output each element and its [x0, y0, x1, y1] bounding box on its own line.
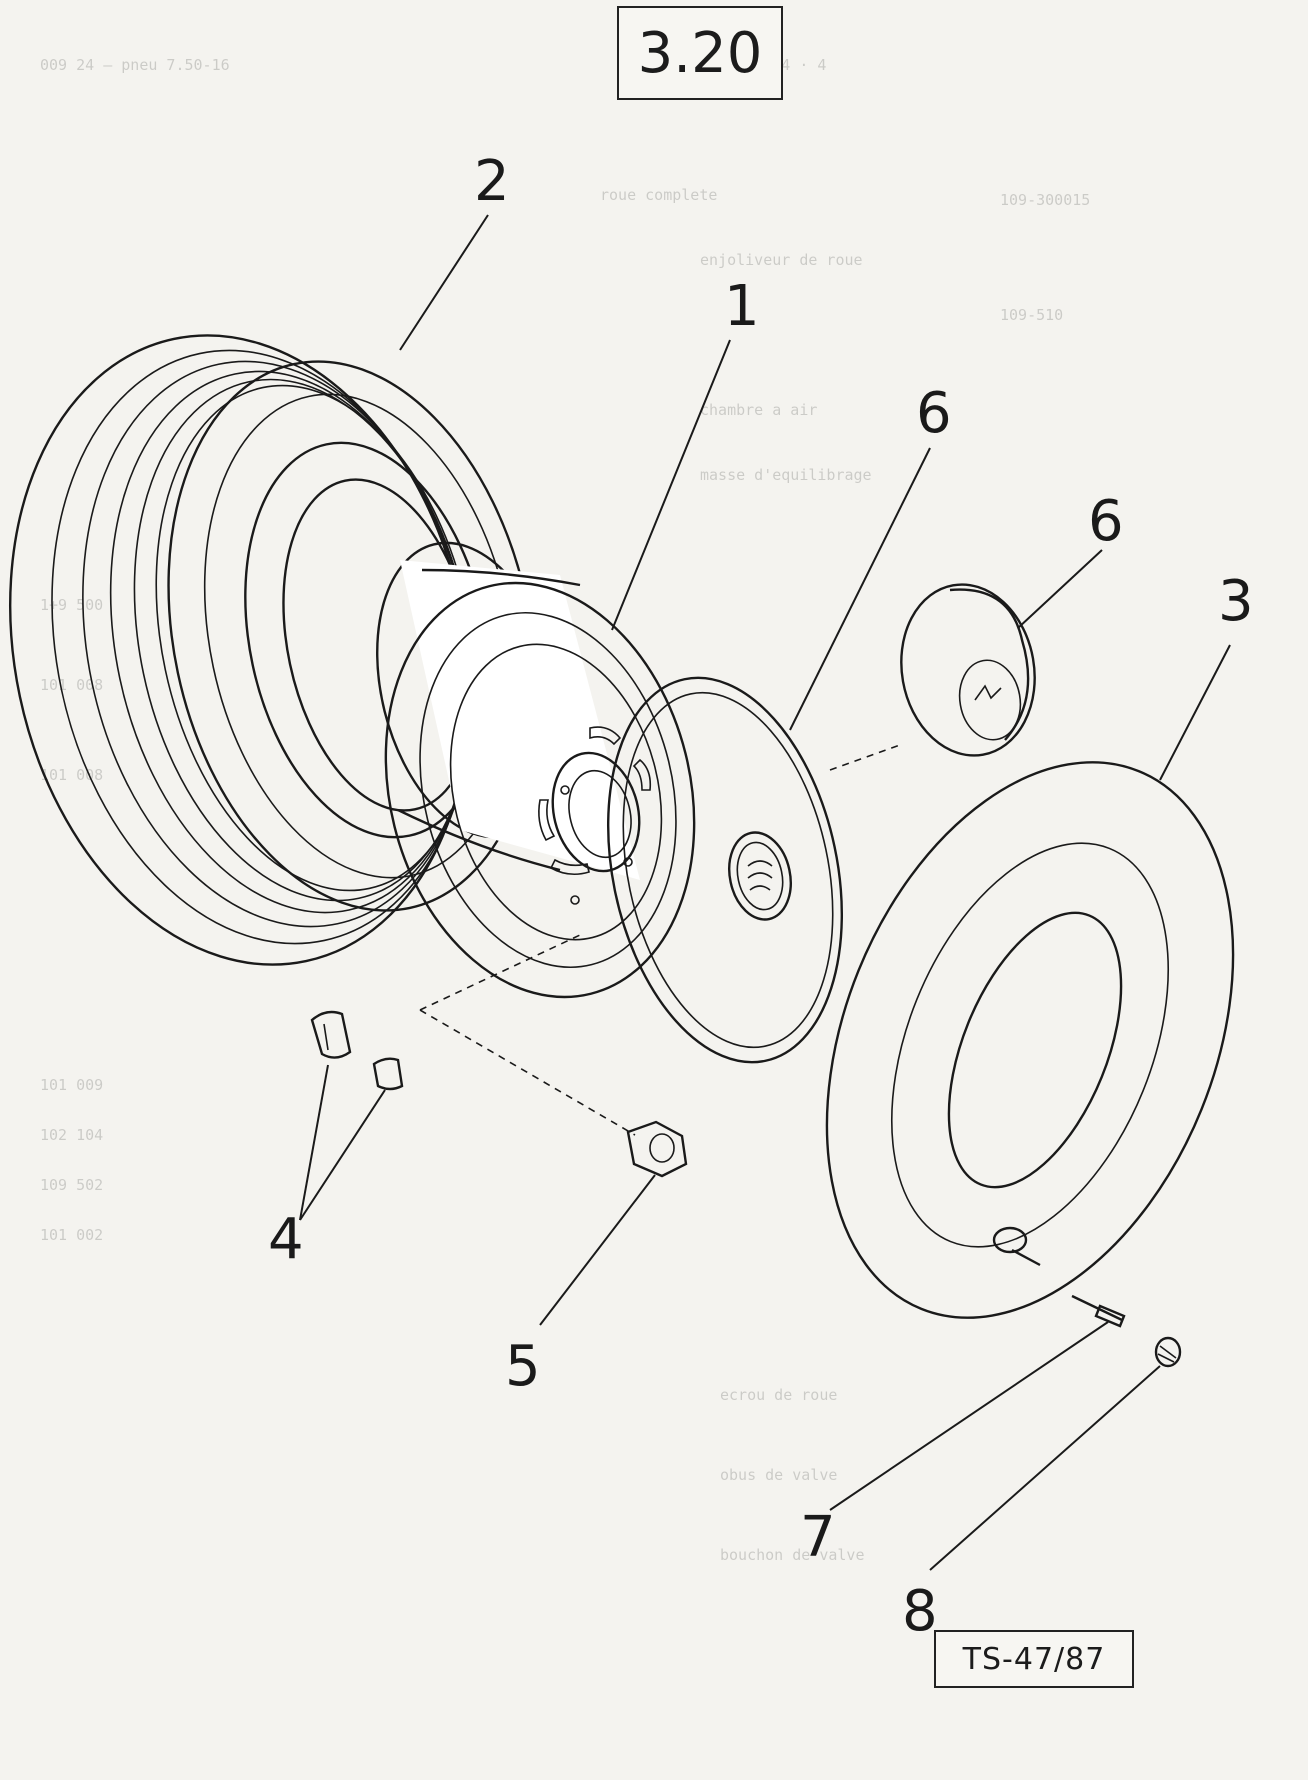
- svg-text:enjoliveur de roue: enjoliveur de roue: [700, 251, 863, 269]
- callout-wheel-nut: 5: [505, 1334, 541, 1399]
- bleed-through-text: 009 24 — pneu 7.50-16 109-300014 · 4 rou…: [40, 56, 1090, 1564]
- svg-text:1+9 500: 1+9 500: [40, 596, 103, 614]
- svg-text:obus de valve: obus de valve: [720, 1466, 837, 1484]
- svg-text:roue complete: roue complete: [600, 186, 717, 204]
- small-hub-cap: [900, 583, 1036, 757]
- callout-hub-cap-small: 6: [1088, 489, 1124, 554]
- callout-valve-core: 7: [800, 1505, 836, 1570]
- callout-hub-cap: 6: [916, 381, 952, 446]
- wheel-rim: [376, 541, 696, 999]
- svg-text:009 24 — pneu 7.50-16: 009 24 — pneu 7.50-16: [40, 56, 230, 74]
- callout-balance-weights: 4: [268, 1207, 304, 1272]
- figure-number: 3.20: [617, 6, 783, 100]
- callout-valve-cap: 8: [902, 1579, 938, 1644]
- svg-text:109-510: 109-510: [1000, 306, 1063, 324]
- balance-weights: [310, 1010, 404, 1091]
- hub-cap: [606, 676, 844, 1064]
- hub-cap-emblem: [728, 831, 792, 921]
- inner-tube: [825, 761, 1235, 1319]
- callout-tyre: 2: [474, 149, 510, 214]
- svg-text:109 502: 109 502: [40, 1176, 103, 1194]
- callout-labels: 2 1 6 6 3 4 5 7 8: [268, 149, 1254, 1644]
- wheel-nut: [626, 1120, 688, 1178]
- svg-text:101 008: 101 008: [40, 676, 103, 694]
- assembly-lines: [419, 744, 901, 1136]
- svg-text:101 002: 101 002: [40, 1226, 103, 1244]
- svg-text:ecrou de roue: ecrou de roue: [720, 1386, 837, 1404]
- svg-text:chambre a air: chambre a air: [700, 401, 817, 419]
- figure-number-text: 3.20: [637, 20, 763, 86]
- callout-inner-tube: 3: [1218, 569, 1254, 634]
- svg-text:102 104: 102 104: [40, 1126, 103, 1144]
- valve-core: [1071, 1294, 1126, 1328]
- svg-text:109-300015: 109-300015: [1000, 191, 1090, 209]
- drawing-code-text: TS-47/87: [962, 1641, 1106, 1677]
- svg-text:101 009: 101 009: [40, 1076, 103, 1094]
- leader-lines: [299, 214, 1231, 1571]
- svg-text:masse d'equilibrage: masse d'equilibrage: [700, 466, 872, 484]
- valve-cap: [1154, 1336, 1182, 1368]
- svg-text:101 008: 101 008: [40, 766, 103, 784]
- drawing-code-box: TS-47/87: [934, 1630, 1134, 1688]
- callout-wheel-rim: 1: [724, 274, 760, 339]
- svg-text:bouchon de valve: bouchon de valve: [720, 1546, 865, 1564]
